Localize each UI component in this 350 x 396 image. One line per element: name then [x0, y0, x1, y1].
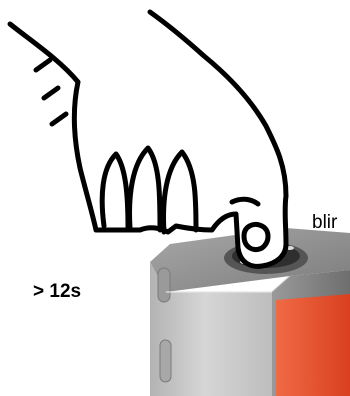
- blink-state-label: blir: [312, 212, 337, 234]
- sensor-lens: [276, 294, 350, 396]
- press-duration-label: > 12s: [33, 281, 81, 303]
- hand-pressing-icon: [10, 12, 286, 266]
- mount-hole-lower: [160, 340, 171, 382]
- mount-hole-upper: [158, 268, 170, 302]
